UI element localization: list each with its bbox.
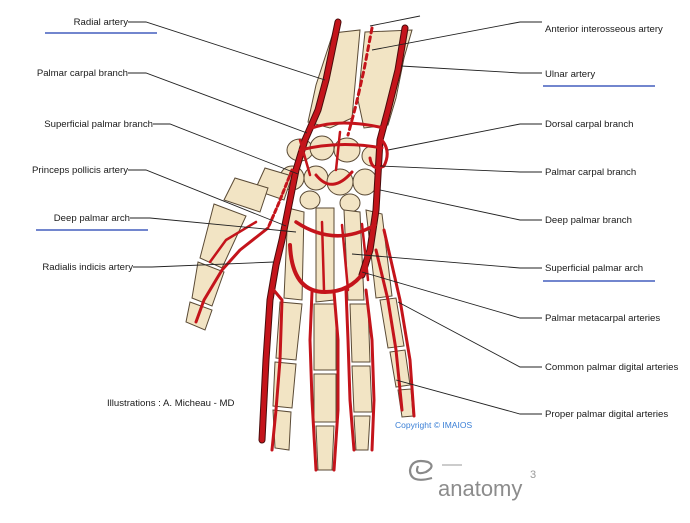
label-palmar-carpal-branch-right: Palmar carpal branch <box>545 167 636 178</box>
illustrations-credit: Illustrations : A. Micheau - MD <box>107 398 234 409</box>
label-palmar-carpal-branch-left: Palmar carpal branch <box>37 68 128 79</box>
label-anterior-interosseous-artery: Anterior interosseous artery <box>545 24 663 35</box>
e-logo-icon <box>408 459 433 481</box>
labels-left: Radial artery Palmar carpal branch Super… <box>32 17 153 273</box>
label-underlines <box>36 32 655 282</box>
arteries <box>194 18 416 472</box>
e-anatomy-logo: anatomy 3 <box>408 459 536 501</box>
label-ulnar-artery: Ulnar artery <box>545 69 595 80</box>
middle-finger-bones <box>313 303 337 471</box>
label-palmar-metacarpal-arteries: Palmar metacarpal arteries <box>545 313 660 324</box>
label-common-palmar-digital-arteries: Common palmar digital arteries <box>545 362 678 373</box>
label-radialis-indicis-artery: Radialis indicis artery <box>42 262 133 273</box>
labels-right: Anterior interosseous artery Ulnar arter… <box>545 24 678 420</box>
label-dorsal-carpal-branch: Dorsal carpal branch <box>545 119 634 130</box>
ulnar-artery-vessel <box>359 25 408 278</box>
logo-superscript: 3 <box>530 469 536 481</box>
label-deep-palmar-branch: Deep palmar branch <box>545 215 632 226</box>
superficial-palmar-arch-vessel <box>288 243 366 294</box>
label-superficial-palmar-branch: Superficial palmar branch <box>44 119 153 130</box>
leader-lines <box>128 15 542 415</box>
anterior-interosseous-vessel <box>346 26 374 137</box>
copyright-text: Copyright © IMAIOS <box>395 420 472 430</box>
radial-artery-vessel <box>259 19 341 443</box>
deep-palmar-arch-vessel <box>294 220 377 238</box>
label-princeps-pollicis-artery: Princeps pollicis artery <box>32 165 128 176</box>
label-deep-palmar-arch: Deep palmar arch <box>54 213 130 224</box>
logo-text: anatomy <box>438 476 522 501</box>
label-superficial-palmar-arch: Superficial palmar arch <box>545 263 643 274</box>
label-radial-artery: Radial artery <box>74 17 129 28</box>
label-proper-palmar-digital-arteries: Proper palmar digital arteries <box>545 409 668 420</box>
ring-finger-bones <box>349 303 373 451</box>
